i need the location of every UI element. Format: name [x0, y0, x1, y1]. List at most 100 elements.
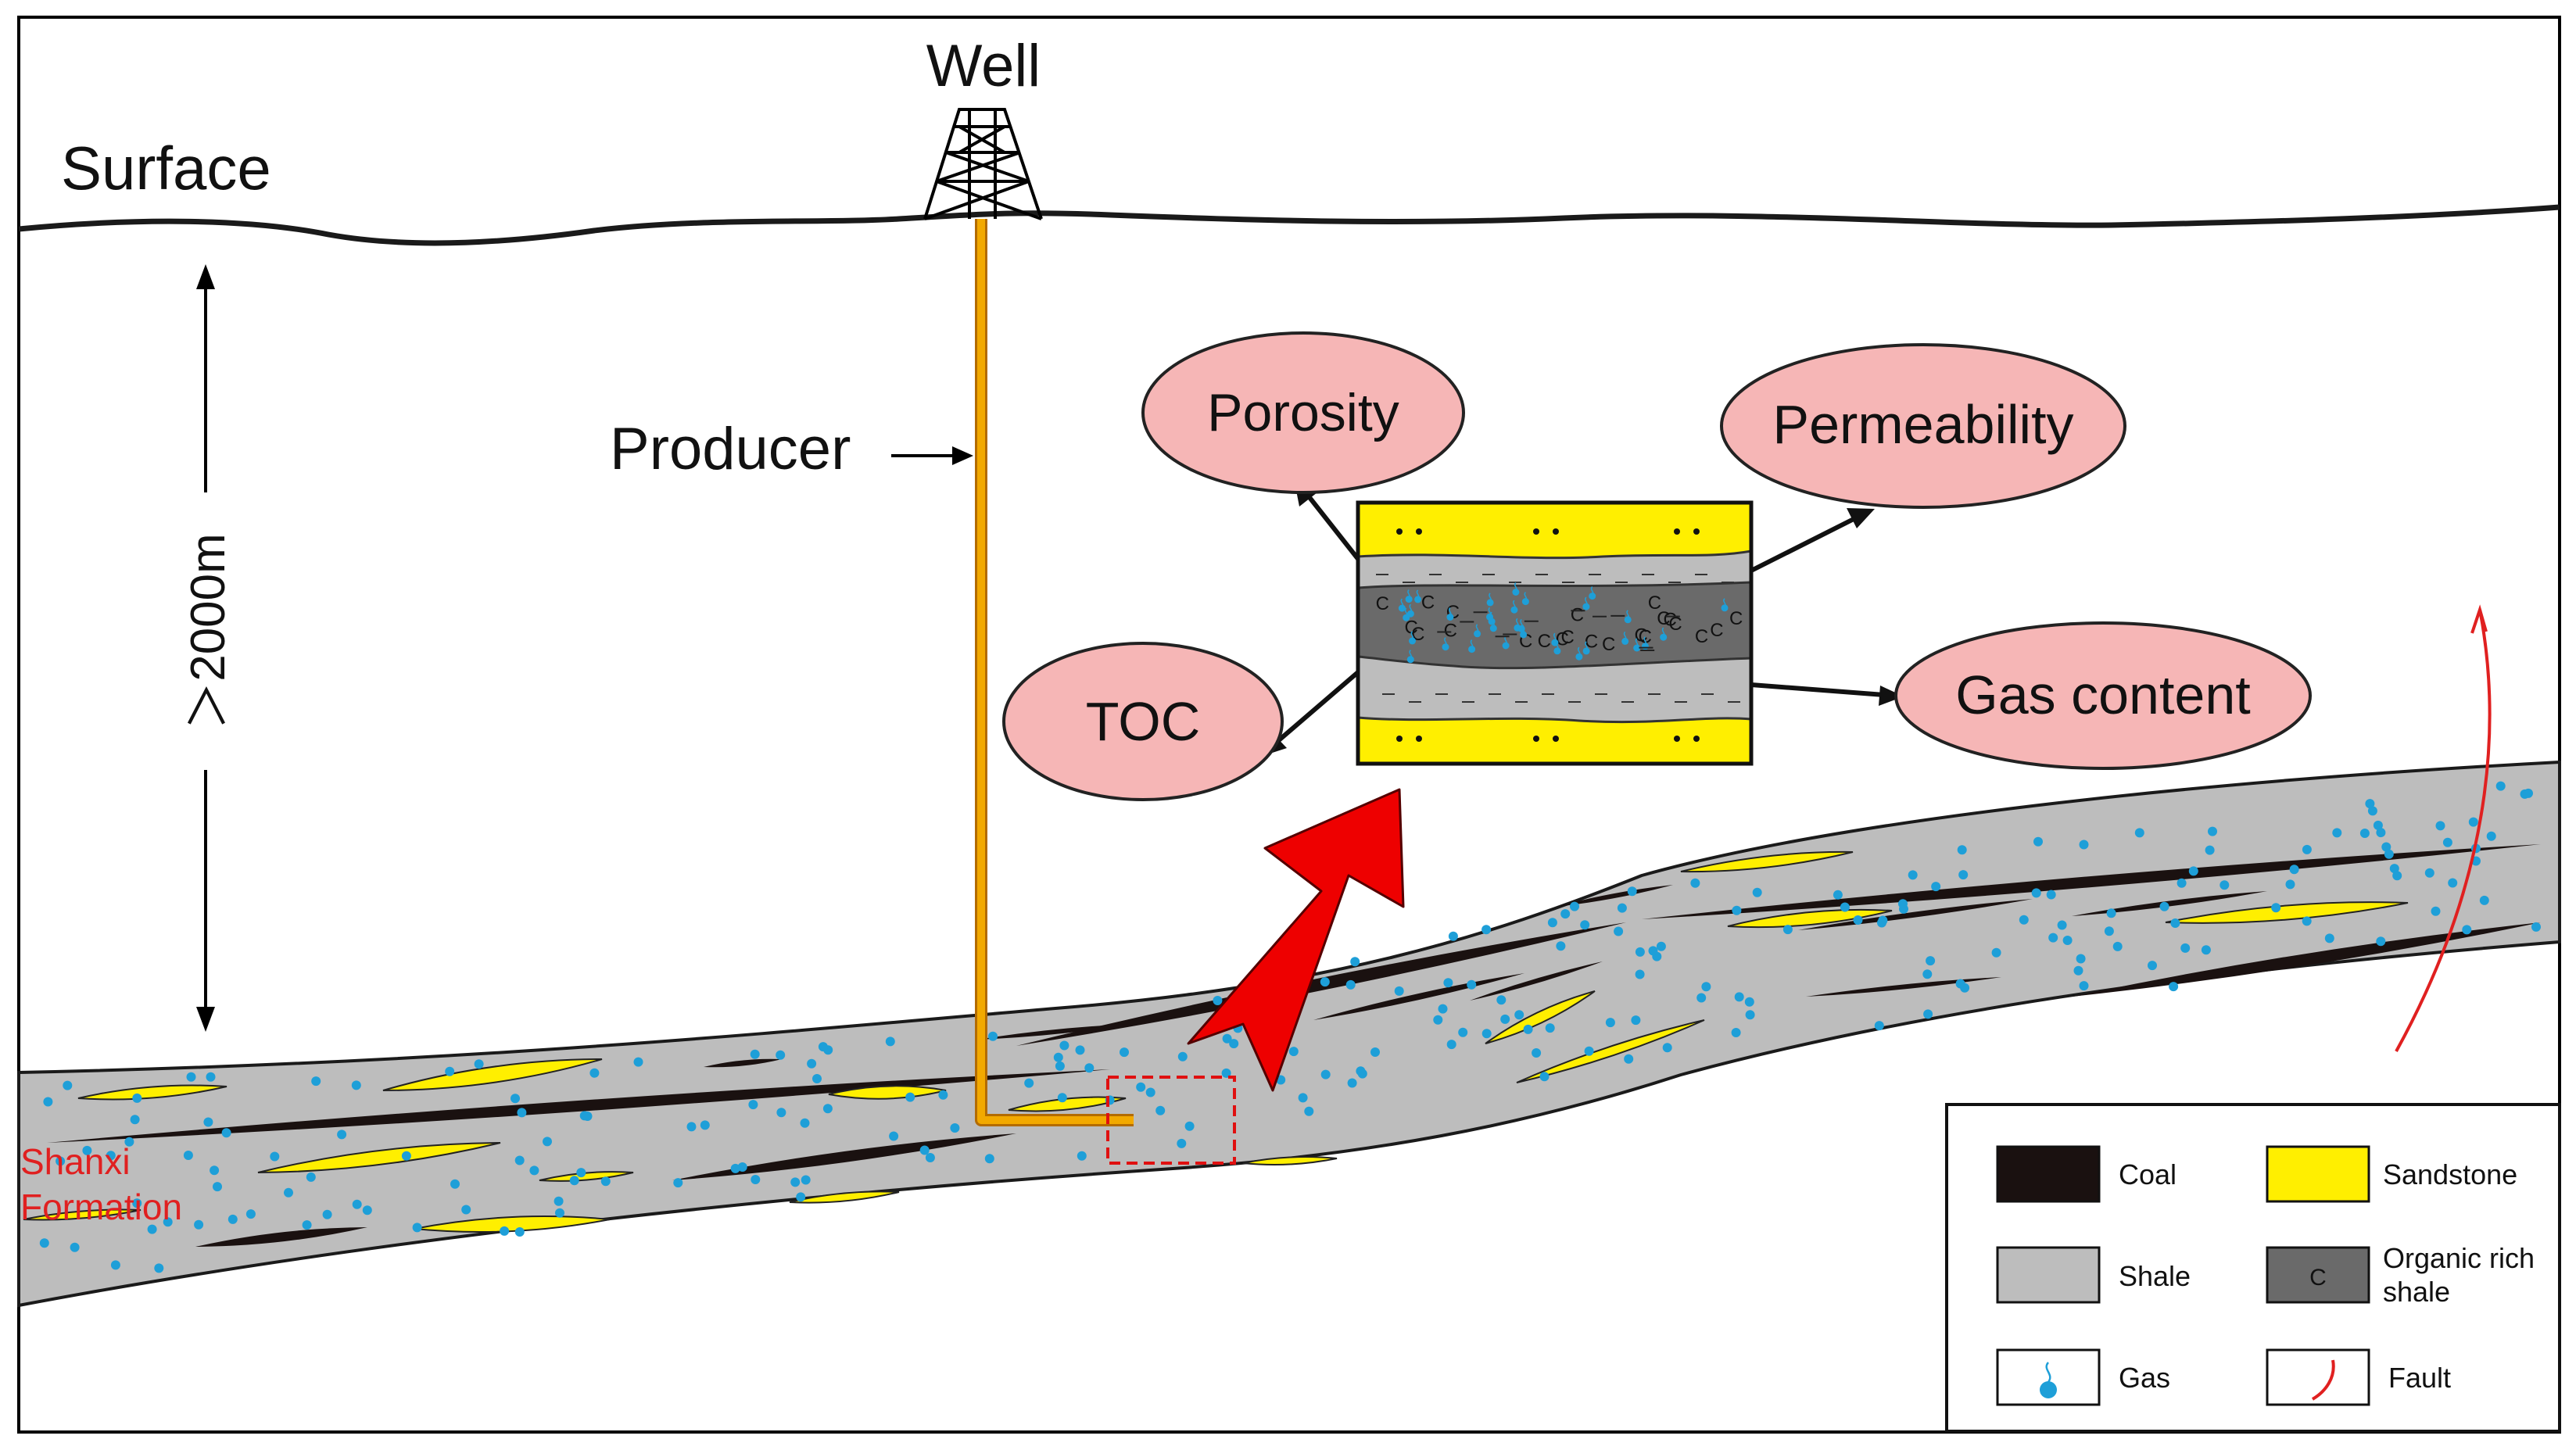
- gas-dot: [2285, 879, 2295, 890]
- legend-organic-label-line2: shale: [2383, 1276, 2450, 1308]
- gas-dot: [1584, 1046, 1594, 1056]
- legend: Coal Sandstone Shale C Organic rich shal…: [1945, 1103, 2561, 1433]
- gas-dot: [1514, 1010, 1524, 1020]
- coal-seam: [195, 1227, 367, 1247]
- gas-dot: [337, 1130, 347, 1140]
- sand-grain-dot: [1674, 736, 1680, 742]
- gas-dot: [1350, 957, 1360, 967]
- gas-dot: [1177, 1051, 1188, 1062]
- gas-dot: [1614, 926, 1624, 936]
- organic-carbon-symbol: C: [1421, 593, 1435, 614]
- gas-dot: [1701, 982, 1711, 992]
- gas-dot: [2531, 922, 2541, 932]
- gas-dot: [1744, 997, 1754, 1007]
- gas-dot: [1394, 986, 1404, 996]
- gas-dot: [2048, 933, 2058, 943]
- gas-dot: [1053, 1052, 1063, 1062]
- gas-dot: [751, 1175, 761, 1184]
- gas-dot: [2376, 936, 2386, 947]
- sand-grain-dot: [1396, 736, 1403, 742]
- gas-dot: [362, 1205, 372, 1215]
- gas-dot: [1690, 878, 1700, 888]
- legend-organic-label-line1: Organic rich: [2383, 1242, 2535, 1274]
- gas-dot: [1731, 1028, 1741, 1037]
- sandstone-lens: [1516, 1019, 1705, 1083]
- gas-dot: [70, 1242, 80, 1252]
- gas-dot: [589, 1068, 600, 1078]
- gas-dot: [132, 1198, 142, 1208]
- gas-dot: [130, 1115, 140, 1125]
- gas-dot: [2033, 836, 2043, 847]
- gas-dot: [245, 1209, 256, 1219]
- surface-label: Surface: [61, 134, 271, 202]
- gas-dot: [1545, 1023, 1555, 1033]
- gas-dot: [183, 1151, 193, 1160]
- gas-bubble: [1520, 631, 1528, 639]
- coal-seam: [1470, 961, 1603, 1001]
- gas-bubble: [1575, 653, 1583, 661]
- gas-dot: [2148, 961, 2157, 971]
- legend-shale-swatch: [1996, 1246, 2101, 1304]
- sand-grain-dot: [1674, 528, 1680, 535]
- gas-dot: [1957, 845, 1967, 855]
- organic-carbon-symbol: C: [1405, 618, 1418, 639]
- gas-dot: [284, 1187, 293, 1198]
- gas-dot: [1184, 1121, 1195, 1131]
- gas-dot: [1926, 956, 1936, 966]
- gas-dot: [2271, 903, 2281, 913]
- gas-dot: [2159, 901, 2169, 911]
- gas-dot: [1443, 978, 1453, 988]
- gas-dot: [1120, 1047, 1129, 1058]
- organic-carbon-symbol: C: [1556, 629, 1569, 650]
- gas-dot: [1734, 992, 1744, 1002]
- gas-dot: [1631, 1015, 1641, 1026]
- gas-dot: [1024, 1078, 1034, 1088]
- sandstone-lens: [1242, 1156, 1338, 1165]
- gas-dot: [1840, 902, 1850, 912]
- gas-dot: [1539, 1072, 1550, 1082]
- property-permeability: Permeability: [1720, 343, 2126, 509]
- gas-bubble: [1468, 646, 1476, 653]
- gas-dot: [1448, 931, 1458, 941]
- gas-dot: [461, 1205, 471, 1215]
- coal-seam: [1642, 844, 2541, 919]
- gas-dot: [1345, 979, 1356, 990]
- well-label: Well: [926, 33, 1041, 99]
- gas-bubble: [1582, 603, 1590, 610]
- gas-dot: [885, 1036, 895, 1047]
- gas-dot: [938, 1090, 948, 1100]
- gas-dot: [1696, 993, 1707, 1003]
- gas-dot: [1605, 1018, 1615, 1028]
- sandstone-lens: [828, 1085, 947, 1100]
- gas-dot: [2177, 878, 2187, 888]
- gas-dot: [801, 1175, 811, 1185]
- gas-icon-dot: [2040, 1381, 2057, 1398]
- gas-bubble: [1398, 604, 1406, 612]
- legend-sandstone-label: Sandstone: [2383, 1158, 2517, 1190]
- gas-bubble: [1512, 589, 1520, 596]
- permeability-label: Permeability: [1772, 394, 2073, 455]
- gas-dot: [748, 1100, 758, 1110]
- gas-dot: [39, 1238, 49, 1248]
- gas-dot: [1960, 983, 1970, 993]
- gas-dot: [1481, 925, 1492, 935]
- gas-dot: [2079, 840, 2089, 850]
- gas-dot: [2486, 831, 2496, 841]
- gas-dot: [2079, 981, 2089, 991]
- organic-carbon-symbol: C: [1538, 631, 1551, 652]
- producer-arrow-head: [952, 446, 973, 465]
- fault-line: [2395, 609, 2492, 1052]
- gas-dot: [1570, 901, 1579, 911]
- coal-seam: [1556, 885, 1673, 907]
- gas-dot: [2170, 918, 2180, 928]
- gas-dot: [474, 1059, 484, 1069]
- gas-dot: [984, 1154, 994, 1164]
- gas-dot: [1370, 1047, 1380, 1057]
- gas-dot: [988, 1031, 998, 1041]
- gas-dot: [1635, 947, 1645, 957]
- gas-dot: [2431, 906, 2441, 916]
- gas-dot: [1059, 1040, 1069, 1051]
- formation-label-line2: Formation: [20, 1187, 182, 1227]
- gas-dot: [1532, 1048, 1542, 1058]
- gas-dot: [555, 1208, 564, 1218]
